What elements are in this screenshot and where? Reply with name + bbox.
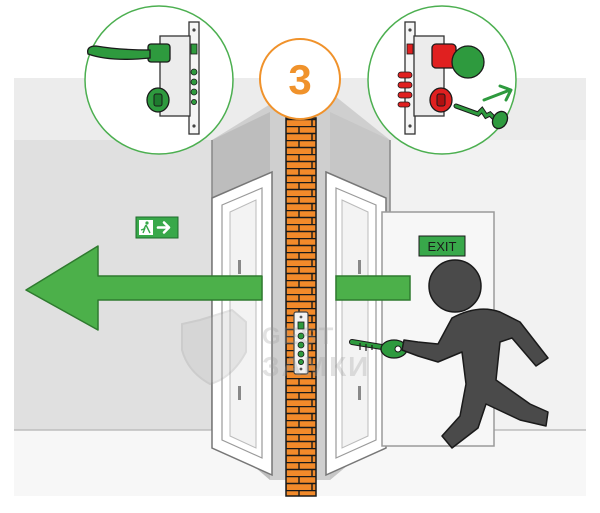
left-door-leaf	[211, 170, 273, 477]
step-number: 3	[288, 56, 311, 103]
door-handle-icon	[87, 43, 171, 63]
brick-wall-section	[285, 117, 317, 497]
escape-direction-arrow	[25, 245, 411, 331]
exit-sign	[418, 235, 466, 257]
watermark-line1: GEST	[262, 323, 335, 350]
key-icon	[453, 103, 509, 130]
watermark-line2: ЗАМКИ	[262, 351, 370, 382]
mortise-lock-icon	[293, 311, 309, 375]
step-badge: 3	[259, 38, 341, 120]
zoom-circle-unlocked	[84, 5, 234, 155]
emergency-exit-sign	[135, 216, 179, 239]
running-person-icon	[401, 259, 549, 449]
zoom-circle-locked	[367, 5, 517, 155]
arrow-right-icon	[156, 221, 171, 234]
exit-running-man-icon	[139, 220, 153, 235]
unlock-arrow-icon	[482, 84, 513, 102]
watermark: GEST ЗАМКИ	[181, 308, 370, 386]
green-knob	[451, 45, 485, 79]
shield-icon	[181, 308, 247, 386]
exit-sign-label: EXIT	[428, 239, 457, 254]
right-door-leaf	[325, 170, 387, 477]
